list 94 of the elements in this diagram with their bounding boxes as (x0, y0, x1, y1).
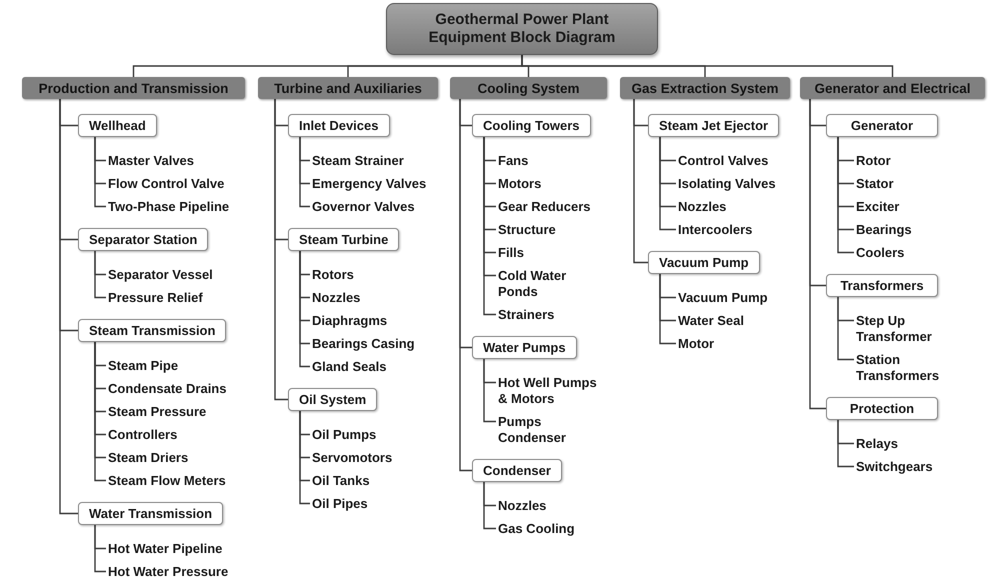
component-label: Rotors (312, 263, 354, 286)
component-label: Nozzles (498, 494, 546, 517)
component-label: Motors (498, 172, 542, 195)
component-label: Isolating Valves (678, 172, 776, 195)
connector-line (299, 411, 310, 504)
component-label: Vacuum Pump (678, 286, 768, 309)
component-label: Intercoolers (678, 218, 752, 241)
component-label: Strainers (498, 303, 554, 326)
component-label: Fans (498, 149, 528, 172)
subsystem-box: Transformers (826, 274, 938, 297)
component-label: Nozzles (678, 195, 726, 218)
connector-line (809, 99, 826, 410)
component-label: Coolers (856, 241, 904, 264)
subsystem-box: Protection (826, 397, 938, 420)
connector-line (483, 482, 496, 530)
subsystem-box: Steam Transmission (78, 319, 226, 342)
component-label: Rotor (856, 149, 891, 172)
component-label: Servomotors (312, 446, 392, 469)
component-label: Station Transformers (856, 348, 966, 387)
component-label: Hot Water Pressure (108, 560, 228, 583)
category-bar: Production and Transmission (22, 77, 245, 99)
component-label: Steam Strainer (312, 149, 404, 172)
component-label: Master Valves (108, 149, 194, 172)
connector-line (837, 297, 854, 360)
connector-line (837, 137, 854, 254)
component-label: Bearings (856, 218, 912, 241)
connector-line (94, 137, 106, 208)
component-label: Pumps Condenser (498, 410, 607, 449)
connector-line (483, 359, 496, 422)
subsystem-box: Steam Jet Ejector (648, 114, 780, 137)
component-label: Relays (856, 432, 898, 455)
component-label: Gas Cooling (498, 517, 575, 540)
subsystem-box: Water Transmission (78, 502, 224, 525)
component-label: Oil Pumps (312, 423, 376, 446)
component-label: Flow Control Valve (108, 172, 224, 195)
connector-line (483, 137, 496, 316)
subsystem-box: Vacuum Pump (648, 251, 760, 274)
component-label: Nozzles (312, 286, 360, 309)
category-bar: Gas Extraction System (620, 77, 790, 99)
connector-line (94, 342, 106, 482)
connector-line (521, 55, 894, 77)
subsystem-box: Steam Turbine (288, 228, 400, 251)
component-label: Hot Well Pumps & Motors (498, 371, 607, 410)
component-label: Water Seal (678, 309, 744, 332)
subsystem-box: Water Pumps (472, 336, 577, 359)
connector-line (633, 99, 648, 264)
component-label: Structure (498, 218, 556, 241)
component-label: Control Valves (678, 149, 768, 172)
component-label: Switchgears (856, 455, 933, 478)
component-label: Pressure Relief (108, 286, 203, 309)
component-label: Fills (498, 241, 524, 264)
connector-line (299, 251, 310, 368)
subsystem-box: Condenser (472, 459, 562, 482)
component-label: Bearings Casing (312, 332, 415, 355)
subsystem-box: Oil System (288, 388, 378, 411)
category-bar: Generator and Electrical (800, 77, 985, 99)
subsystem-box: Generator (826, 114, 938, 137)
component-label: Motor (678, 332, 714, 355)
connector-line (274, 99, 288, 400)
component-label: Gland Seals (312, 355, 386, 378)
component-label: Condensate Drains (108, 377, 226, 400)
component-label: Controllers (108, 423, 178, 446)
component-label: Stator (856, 172, 894, 195)
subsystem-box: Inlet Devices (288, 114, 390, 137)
component-label: Cold Water Ponds (498, 264, 607, 303)
connector-line (459, 99, 472, 472)
title-box: Geothermal Power Plant Equipment Block Diagram (386, 3, 658, 55)
component-label: Two-Phase Pipeline (108, 195, 230, 218)
component-label: Oil Tanks (312, 469, 370, 492)
connector-line (837, 420, 854, 468)
component-label: Diaphragms (312, 309, 388, 332)
component-label: Oil Pipes (312, 492, 368, 515)
connector-line (659, 137, 676, 230)
connector-line (94, 251, 106, 298)
component-label: Steam Pressure (108, 400, 206, 423)
subsystem-box: Cooling Towers (472, 114, 591, 137)
component-label: Step Up Transformer (856, 309, 966, 348)
connector-line (299, 137, 310, 208)
component-label: Separator Vessel (108, 263, 213, 286)
component-label: Emergency Valves (312, 172, 426, 195)
component-label: Steam Pipe (108, 354, 178, 377)
component-label: Steam Driers (108, 446, 188, 469)
component-label: Steam Flow Meters (108, 469, 226, 492)
subsystem-box: Wellhead (78, 114, 157, 137)
component-label: Exciter (856, 195, 900, 218)
subsystem-box: Separator Station (78, 228, 208, 251)
category-bar: Cooling System (450, 77, 607, 99)
connector-line (94, 525, 106, 572)
component-label: Gear Reducers (498, 195, 590, 218)
connector-line (659, 274, 676, 344)
category-bar: Turbine and Auxiliaries (258, 77, 438, 99)
component-label: Governor Valves (312, 195, 415, 218)
connector-line (59, 99, 78, 514)
component-label: Hot Water Pipeline (108, 537, 222, 560)
